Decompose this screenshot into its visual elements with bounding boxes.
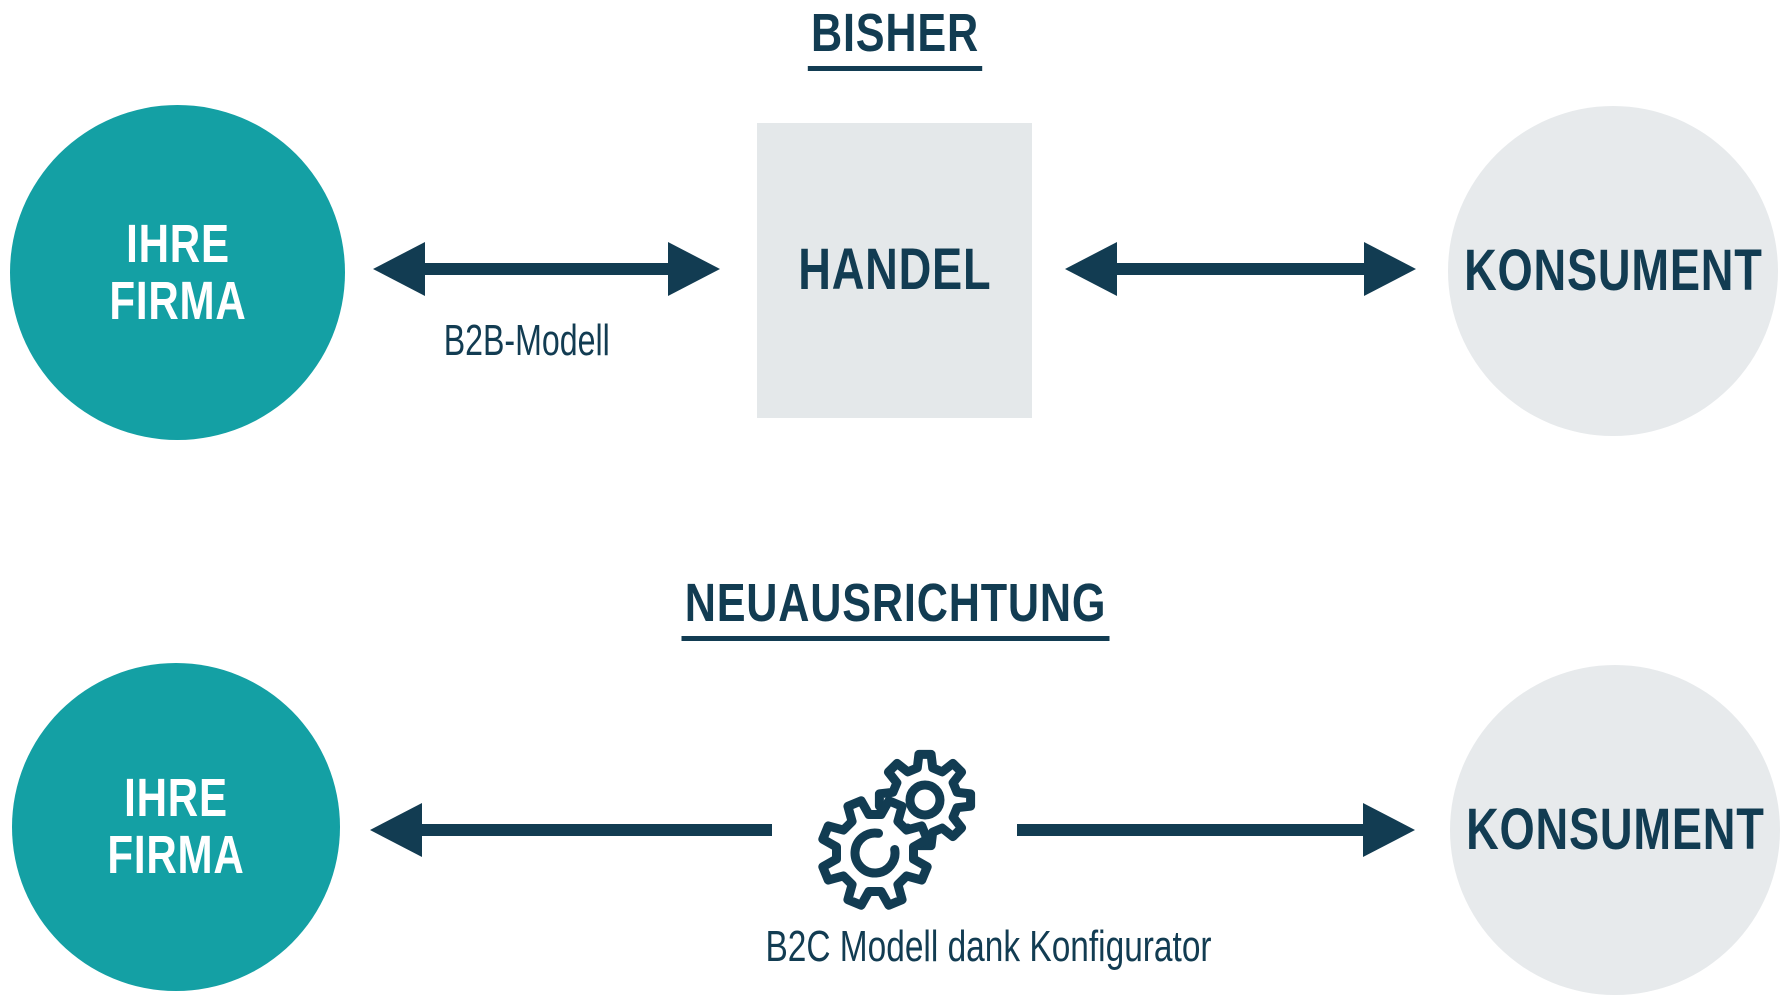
b2b-arrow-label-row: B2B-Modell xyxy=(377,316,677,366)
section-bisher-title-row: BISHER xyxy=(595,2,1195,71)
firma-line2: FIRMA xyxy=(108,270,247,331)
node-ihre-firma-neu: IHRE FIRMA xyxy=(12,663,340,991)
b2c-arrow-label-row: B2C Modell dank Konfigurator xyxy=(695,922,1211,972)
large-gear xyxy=(818,796,932,910)
node-konsument-neu: KONSUMENT xyxy=(1450,665,1780,995)
double-arrow-icon xyxy=(1065,242,1416,296)
arrow-left-icon xyxy=(370,803,772,857)
small-gear-hole xyxy=(905,780,945,820)
node-handel: HANDEL xyxy=(757,123,1032,418)
arrow-right-icon xyxy=(1017,803,1415,857)
node-ihre-firma-bisher: IHRE FIRMA xyxy=(10,105,345,440)
firma-line1: IHRE xyxy=(125,213,230,274)
node-ihre-firma-label: IHRE FIRMA xyxy=(107,770,244,883)
section-title-bisher: BISHER xyxy=(807,2,983,71)
b2b-arrow-label: B2B-Modell xyxy=(443,316,611,365)
node-ihre-firma-label: IHRE FIRMA xyxy=(109,216,246,329)
b2c-arrow-label: B2C Modell dank Konfigurator xyxy=(765,922,1212,971)
firma-line1: IHRE xyxy=(124,768,228,829)
node-handel-label: HANDEL xyxy=(797,237,992,303)
firma-line2: FIRMA xyxy=(107,825,245,885)
node-konsument-bisher: KONSUMENT xyxy=(1448,106,1778,436)
section-title-neuausrichtung: NEUAUSRICHTUNG xyxy=(681,572,1109,641)
double-arrow-icon xyxy=(373,242,720,296)
node-konsument-label: KONSUMENT xyxy=(1463,237,1763,303)
gears-icon xyxy=(818,749,976,910)
node-konsument-label: KONSUMENT xyxy=(1465,796,1765,862)
section-neuausrichtung-title-row: NEUAUSRICHTUNG xyxy=(595,572,1195,641)
large-gear-c-arc xyxy=(850,828,900,878)
